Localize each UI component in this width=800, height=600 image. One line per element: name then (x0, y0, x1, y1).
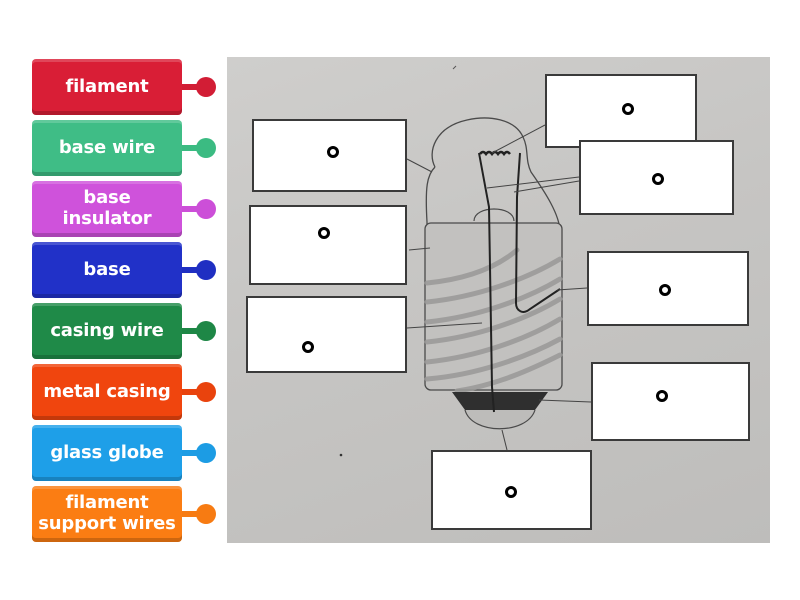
drop-box-top-right-1[interactable] (545, 74, 697, 148)
target-dot-icon[interactable] (327, 146, 339, 158)
target-dot-icon[interactable] (302, 341, 314, 353)
connector-line (182, 145, 200, 151)
label-row-glass-globe: glass globe (32, 425, 222, 481)
label-filament[interactable]: filament (32, 59, 182, 115)
target-dot-icon[interactable] (318, 227, 330, 239)
label-base-insulator[interactable]: base insulator (32, 181, 182, 237)
label-text-line-2: support wires (38, 513, 176, 534)
label-row-filament-support-wires: filament support wires (32, 486, 222, 542)
label-glass-globe[interactable]: glass globe (32, 425, 182, 481)
target-dot-icon[interactable] (622, 103, 634, 115)
label-text-line-2: insulator (62, 208, 152, 229)
target-dot-icon[interactable] (652, 173, 664, 185)
label-text: metal casing (43, 380, 171, 402)
label-row-casing-wire: casing wire (32, 303, 222, 359)
target-dot-icon[interactable] (656, 390, 668, 402)
label-row-filament: filament (32, 59, 222, 115)
label-row-metal-casing: metal casing (32, 364, 222, 420)
label-text: base wire (58, 136, 156, 158)
label-row-base-wire: base wire (32, 120, 222, 176)
label-filament-support-wires[interactable]: filament support wires (32, 486, 182, 542)
drop-box-left-2[interactable] (249, 205, 407, 285)
connector-line (182, 511, 200, 517)
label-text: casing wire (50, 319, 164, 341)
pin-handle-icon[interactable] (196, 443, 216, 463)
diagram-image (227, 57, 770, 543)
drop-box-left-1[interactable] (252, 119, 407, 192)
label-text-line-1: filament (65, 492, 149, 513)
connector-line (182, 267, 200, 273)
pin-handle-icon[interactable] (196, 504, 216, 524)
connector-line (182, 84, 200, 90)
pin-handle-icon[interactable] (196, 382, 216, 402)
drop-box-right-middle[interactable] (587, 251, 749, 326)
label-row-base-insulator: base insulator (32, 181, 222, 237)
label-base-wire[interactable]: base wire (32, 120, 182, 176)
pin-handle-icon[interactable] (196, 260, 216, 280)
connector-line (182, 389, 200, 395)
label-text: filament (65, 75, 149, 97)
drop-box-left-3[interactable] (246, 296, 407, 373)
label-text-line-1: base (83, 187, 131, 208)
target-dot-icon[interactable] (505, 486, 517, 498)
drop-box-top-right-2[interactable] (579, 140, 734, 215)
pin-handle-icon[interactable] (196, 77, 216, 97)
drop-box-right-lower[interactable] (591, 362, 750, 441)
pin-handle-icon[interactable] (196, 138, 216, 158)
label-metal-casing[interactable]: metal casing (32, 364, 182, 420)
label-base[interactable]: base (32, 242, 182, 298)
pin-handle-icon[interactable] (196, 321, 216, 341)
label-text: glass globe (50, 441, 164, 463)
label-text: base (83, 258, 131, 280)
connector-line (182, 450, 200, 456)
label-row-base: base (32, 242, 222, 298)
pin-handle-icon[interactable] (196, 199, 216, 219)
target-dot-icon[interactable] (659, 284, 671, 296)
drop-box-bottom[interactable] (431, 450, 592, 530)
connector-line (182, 328, 200, 334)
light-bulb-drawing (339, 65, 592, 457)
connector-line (182, 206, 200, 212)
label-casing-wire[interactable]: casing wire (32, 303, 182, 359)
